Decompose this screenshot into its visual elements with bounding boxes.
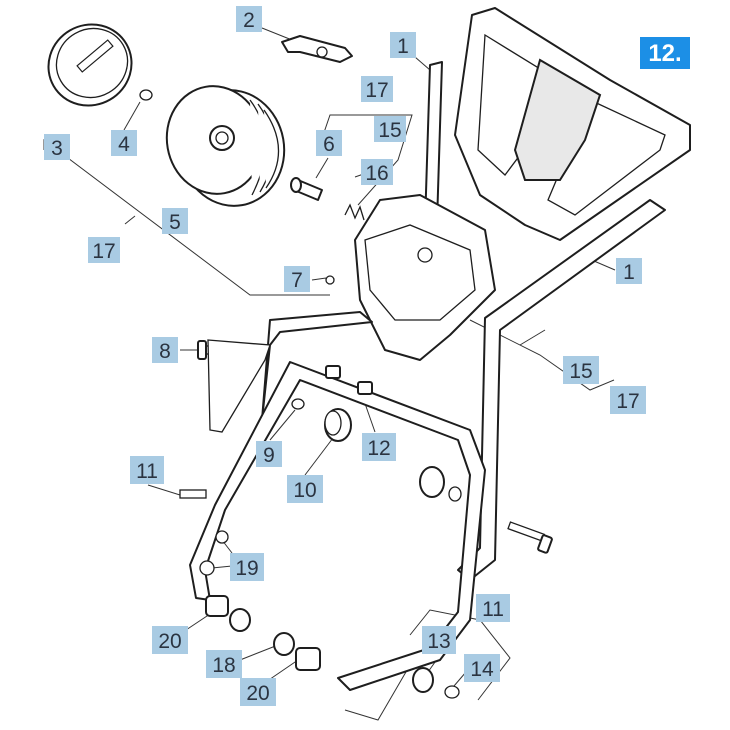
wheel-part bbox=[165, 85, 286, 207]
callout-4: 4 bbox=[111, 130, 137, 156]
callout-17-right-text: 17 bbox=[616, 390, 639, 413]
callout-1-right-text: 1 bbox=[623, 261, 635, 284]
callout-9: 9 bbox=[256, 441, 282, 467]
center-housing-part bbox=[354, 194, 496, 361]
sleeve-20-bottom-part bbox=[295, 647, 321, 671]
lower-frame-part bbox=[189, 311, 486, 691]
callout-6: 6 bbox=[316, 130, 342, 156]
callout-8-text: 8 bbox=[159, 340, 171, 363]
bracket-12-part bbox=[325, 365, 373, 395]
callout-20-left-text: 20 bbox=[158, 630, 181, 653]
callout-labels: 12. 2 1 3 4 17 6 15 16 5 17 7 1 8 15 17 … bbox=[44, 6, 690, 706]
callout-20-bottom-text: 20 bbox=[246, 682, 269, 705]
callout-14-text: 14 bbox=[470, 658, 494, 681]
callout-15-top-text: 15 bbox=[378, 119, 401, 142]
callout-5: 5 bbox=[162, 208, 188, 234]
callout-14: 14 bbox=[464, 654, 500, 682]
callout-9-text: 9 bbox=[263, 444, 275, 467]
callout-8: 8 bbox=[152, 337, 178, 363]
callout-20-bottom: 20 bbox=[240, 678, 276, 706]
callout-17-left: 17 bbox=[88, 237, 120, 263]
washer-19-part bbox=[199, 530, 229, 576]
washer-9-part bbox=[291, 398, 305, 410]
callout-6-text: 6 bbox=[323, 133, 335, 156]
sleeve-20-left-part bbox=[205, 595, 251, 632]
nut-18-part bbox=[273, 632, 295, 656]
callout-3-text: 3 bbox=[51, 137, 63, 160]
callout-4-text: 4 bbox=[118, 133, 130, 156]
callout-12-text: 12 bbox=[367, 437, 390, 460]
lynch-pin-part bbox=[281, 35, 353, 63]
callout-11-right: 11 bbox=[476, 594, 510, 622]
clip-ring-part bbox=[139, 89, 153, 101]
handle-frame-part bbox=[454, 7, 691, 241]
callout-16-text: 16 bbox=[365, 162, 388, 185]
knob-right-part bbox=[419, 466, 462, 502]
callout-15-top: 15 bbox=[374, 116, 406, 142]
spring-part bbox=[344, 203, 365, 221]
callout-10-text: 10 bbox=[293, 479, 316, 502]
callout-18-text: 18 bbox=[212, 654, 235, 677]
callout-15-right: 15 bbox=[563, 356, 599, 384]
callout-1-top-text: 1 bbox=[397, 35, 409, 58]
callout-17-top: 17 bbox=[361, 76, 393, 102]
callout-17-left-text: 17 bbox=[92, 240, 115, 263]
callout-7: 7 bbox=[284, 266, 310, 292]
screw-part bbox=[325, 275, 335, 285]
title-badge-text: 12. bbox=[648, 40, 681, 67]
callout-17-right: 17 bbox=[610, 386, 646, 414]
callout-11-left: 11 bbox=[130, 456, 164, 484]
callout-2-text: 2 bbox=[243, 9, 255, 32]
callout-13-text: 13 bbox=[427, 630, 450, 653]
callout-15-right-text: 15 bbox=[569, 360, 592, 383]
callout-12: 12 bbox=[362, 433, 396, 461]
callout-16: 16 bbox=[361, 159, 393, 185]
callout-1-right: 1 bbox=[616, 258, 642, 284]
callout-10: 10 bbox=[287, 475, 323, 503]
pin-11-part bbox=[179, 489, 207, 499]
callout-18: 18 bbox=[206, 650, 242, 678]
callout-1-top: 1 bbox=[390, 32, 416, 58]
knob-10-part bbox=[324, 408, 352, 442]
callout-11-left-text: 11 bbox=[136, 460, 158, 483]
title-badge: 12. bbox=[640, 37, 690, 69]
bolt-right-part bbox=[507, 521, 553, 554]
callout-19-text: 19 bbox=[235, 557, 258, 580]
callout-19: 19 bbox=[230, 553, 264, 581]
knob-13-part bbox=[412, 667, 434, 693]
callout-3: 3 bbox=[44, 134, 70, 160]
callout-11-right-text: 11 bbox=[482, 598, 504, 621]
callout-7-text: 7 bbox=[291, 269, 303, 292]
hub-cap-part bbox=[47, 23, 133, 107]
callout-13: 13 bbox=[422, 626, 456, 654]
callout-17-top-text: 17 bbox=[365, 79, 388, 102]
callout-2: 2 bbox=[236, 6, 262, 32]
callout-5-text: 5 bbox=[169, 211, 181, 234]
axle-pin-part bbox=[290, 177, 323, 201]
callout-20-left: 20 bbox=[152, 626, 188, 654]
ring-14-part bbox=[444, 685, 460, 699]
